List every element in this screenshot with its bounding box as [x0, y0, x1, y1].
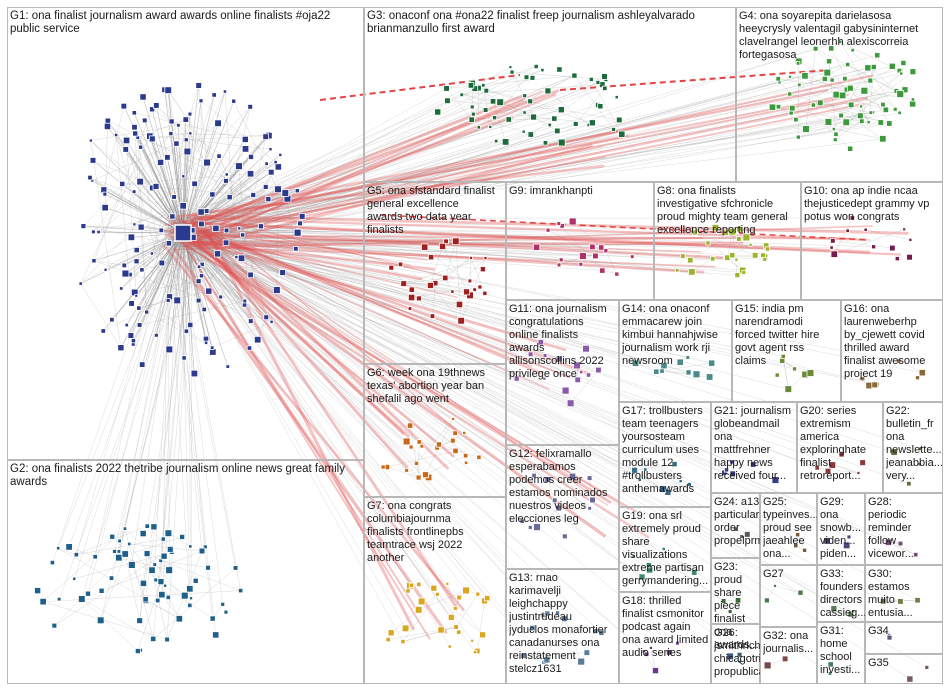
group-label-g6: G6: week ona 19thnews texas' abortion ye…: [367, 367, 505, 406]
group-label-g5: G5: ona sfstandard finalist general exce…: [367, 185, 505, 237]
group-box-g9: [506, 182, 654, 300]
group-label-g11: G11: ona journalism congratulations onli…: [509, 303, 619, 381]
group-label-g12: G12: felixramallo esperabamos podemos cr…: [509, 448, 619, 526]
group-label-g22: G22: bulletin_fr ona newslette... jeanab…: [886, 405, 943, 483]
group-label-g3: G3: onaconf ona #ona22 finalist freep jo…: [367, 10, 733, 36]
group-box-g2: [7, 460, 364, 684]
group-label-g35: G35: [868, 657, 943, 670]
group-label-g13: G13: rnao karimavelji leighchappy justin…: [509, 572, 619, 676]
group-label-g14: G14: ona onaconf emmacarew join kimbui h…: [622, 303, 732, 368]
group-label-g21: G21: journalism globeandmail ona mattfre…: [714, 405, 797, 483]
group-label-g10: G10: ona ap indie ncaa thejusticedept gr…: [804, 185, 942, 224]
group-box-g1: [7, 7, 364, 460]
group-label-g30: G30: estamos muito entusia...: [868, 568, 943, 620]
group-label-g7: G7: ona congrats columbiajournma finalis…: [367, 500, 505, 565]
group-label-g32: G32: ona journalis...: [763, 630, 817, 656]
group-label-g29: G29: ona snowb... viden... piden...: [820, 496, 865, 561]
group-label-g2: G2: ona finalists 2022 thetribe journali…: [10, 463, 362, 489]
group-label-g34: G34: [868, 625, 943, 638]
group-label-g4: G4: ona soyarepita darielasosa heeycrysl…: [739, 10, 941, 62]
group-label-g9: G9: imrankhanpti: [509, 185, 653, 198]
group-label-g26: G26: jsmithrichar... chicagotribu... pro…: [714, 627, 760, 679]
group-label-g24: G24: a13 particular order propelprm...: [714, 496, 760, 548]
group-label-g19: G19: ona srl extremely proud share visua…: [622, 510, 711, 588]
group-label-g27: G27: [763, 568, 817, 581]
group-label-g31: G31: home school investi...: [820, 625, 865, 677]
group-label-g17: G17: trollbusters team teenagers yoursos…: [622, 405, 711, 496]
group-label-g33: G33: founders directors cassieg...: [820, 568, 865, 620]
group-label-g25: G25: typeinves... proud see jaeahlee ona…: [763, 496, 817, 561]
group-label-g20: G20: series extremism america exploringh…: [800, 405, 883, 483]
group-label-g16: G16: ona laurenweberhp by_cjewett covid …: [844, 303, 943, 381]
group-label-g18: G18: thrilled finalist csmonitor podcast…: [622, 595, 711, 660]
group-label-g1: G1: ona finalist journalism award awards…: [10, 10, 362, 36]
group-label-g28: G28: periodic reminder follow vicewor...: [868, 496, 943, 561]
group-label-g8: G8: ona finalists investigative sfchroni…: [657, 185, 800, 237]
group-label-g15: G15: india pm narendramodi forced twitte…: [735, 303, 841, 368]
